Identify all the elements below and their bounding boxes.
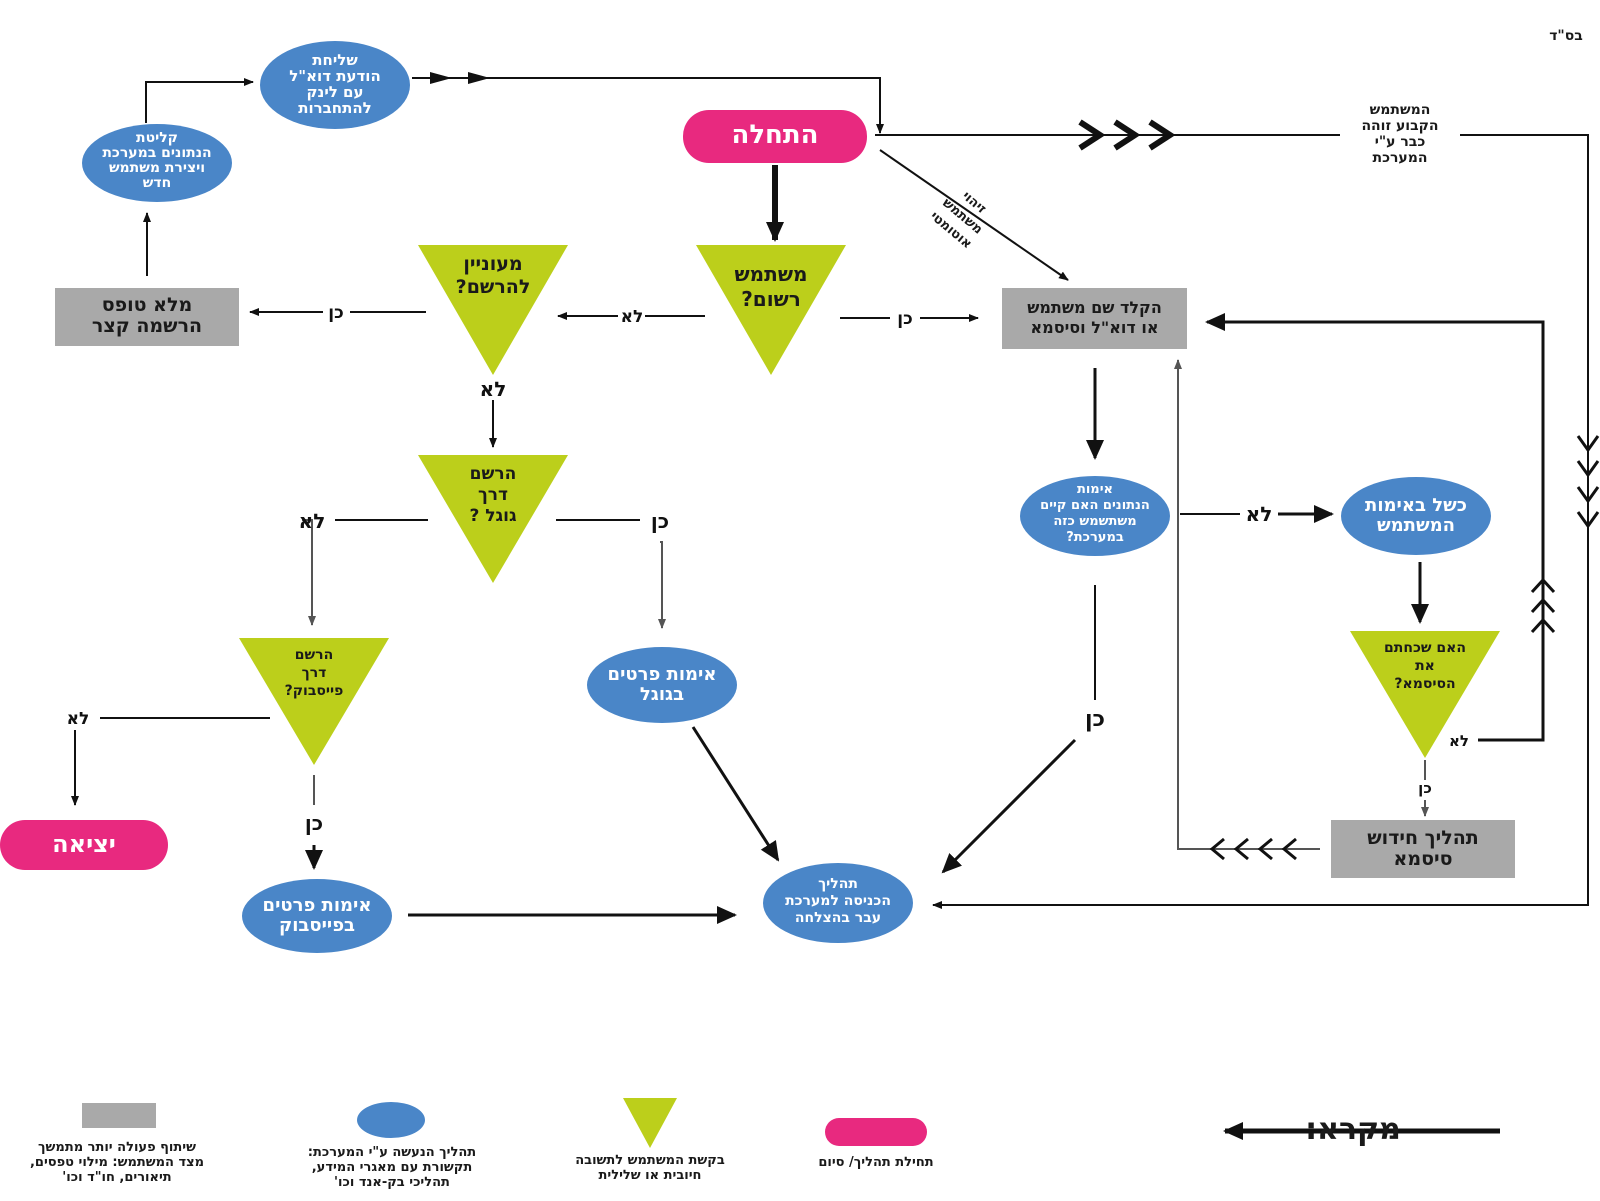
interested-yes-label: כן [328, 303, 343, 323]
forgot-no-label: לא [1449, 732, 1469, 750]
legend-user-action-text: שיתוף פעולה יותר מתמשך מצד המשתמש: מילוי… [29, 1140, 205, 1185]
interested-no-label: לא [480, 377, 507, 401]
google-yes-line-b [658, 541, 666, 629]
verify-fail-node [1341, 477, 1491, 555]
verify-data-node [1020, 476, 1170, 556]
google-label: הרשם דרך גוגל ? [469, 464, 517, 526]
send-email-node [260, 41, 410, 129]
interested-decision [418, 245, 568, 375]
login-success-node [763, 863, 913, 943]
legend-decision-text: בקשת המשתמש לתשובה חיובית או שלילית [575, 1153, 725, 1183]
fixed-user-to-right-line [1456, 134, 1589, 520]
exit-node [0, 820, 168, 870]
facebook-yes-label: כן [305, 811, 323, 835]
forgot-yes-label: כן [1418, 779, 1432, 797]
registered-no-label: לא [621, 307, 644, 327]
google-no-line-b [302, 519, 316, 626]
legend-title: מקרא: [1305, 1112, 1401, 1147]
enter-credentials-label: הקלד שם משתמש או דוא"ל וסיסמא [1027, 298, 1162, 337]
legend-decision-swatch [623, 1098, 677, 1148]
chevrons-start-line [1078, 119, 1176, 151]
reset-to-credentials-arrow [1174, 359, 1320, 850]
fill-form-label: מלא טופס הרשמה קצר [91, 294, 203, 337]
google-verify-node [587, 647, 737, 723]
facebook-verify-node [242, 879, 392, 953]
forgot-password-label: האם שכחתם את הסיסמא? [1384, 640, 1466, 692]
legend-shapes [82, 1098, 1500, 1148]
chevrons-reset-line [1209, 837, 1297, 861]
google-yes-label: כן [651, 509, 669, 533]
login-success-label: תהליך הכניסה למערכת עבר בהצלחה [785, 876, 891, 926]
shapes [0, 41, 1515, 953]
capture-to-email-arrow [145, 78, 254, 123]
facebook-label: הרשם דרך פייסבוק? [284, 647, 344, 699]
chevrons-email-line [430, 72, 490, 84]
chevrons-forgot-rail [1530, 577, 1556, 634]
enter-credentials-node [1002, 288, 1187, 349]
facebook-verify-label: אימות פרטים בפייסבוק [262, 895, 372, 936]
google-verify-label: אימות פרטים בגוגל [607, 664, 717, 705]
forgot-password-decision [1350, 631, 1500, 758]
chevrons-right-rail [1576, 435, 1600, 529]
google-no-label: לא [299, 509, 326, 533]
legend-start-end-swatch [825, 1118, 927, 1146]
header-mark: בס"ד [1549, 28, 1583, 44]
send-email-label: שליחת הודעת דוא"ל עם לינק להתחברות [289, 51, 381, 117]
google-decision [418, 455, 568, 583]
verify-yes-arrow [941, 738, 1077, 874]
connectors [71, 72, 1600, 924]
exit-label: יציאה [52, 830, 116, 858]
start-label: התחלה [731, 120, 819, 150]
fill-form-node [55, 288, 239, 346]
legend-user-action-swatch [82, 1103, 156, 1128]
auto-identify-arrow [879, 149, 1069, 281]
reset-password-node [1331, 820, 1515, 878]
forgot-no-line [1205, 313, 1545, 742]
facebook-decision [239, 638, 389, 765]
right-rail-to-success-arrow [932, 520, 1589, 909]
interested-label: מעוניין להרשם? [455, 253, 531, 298]
edge-labels: כן לא כן לא לא כן לא כן כן לא כן לא [67, 303, 1469, 835]
verify-data-label: אימות הנתונים האם קיים משתשמש כזה במערכת… [1040, 482, 1150, 545]
start-node [683, 110, 867, 163]
google-verify-to-success-arrow [691, 726, 780, 862]
facebook-no-label: לא [67, 709, 90, 729]
email-to-start-arrow [412, 77, 884, 134]
verify-no-label: לא [1246, 502, 1273, 526]
verify-fail-label: כשל באימות המשתמש [1365, 495, 1467, 536]
fixed-user-label: המשתמש הקבוע זוהה כבר ע"י המערכת [1340, 102, 1460, 166]
capture-data-node [82, 124, 232, 202]
legend-process-text: תהליך הנעשה ע"י המערכת: תקשורת עם מאגרי … [307, 1145, 477, 1190]
registered-yes-label: כן [897, 309, 912, 329]
registered-label: משתמש רשום? [734, 262, 808, 311]
legend-start-end-text: תחילת תהליך/ סיום [818, 1155, 934, 1170]
registered-decision [696, 245, 846, 375]
reset-password-label: תהליך חידוש סיסמא [1367, 827, 1479, 870]
verify-yes-label: כן [1085, 707, 1105, 732]
capture-data-label: קליטת הנתונים במערכת ויצירת משתמש חדש [102, 130, 212, 191]
legend-process-swatch [357, 1102, 425, 1138]
